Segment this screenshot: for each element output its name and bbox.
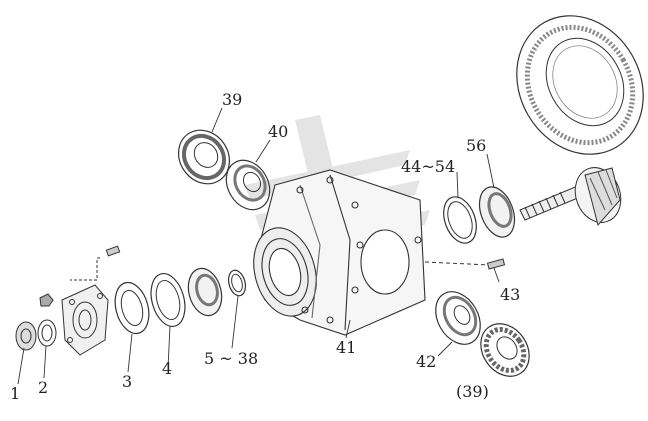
- ring-4-part: [150, 272, 186, 328]
- seal-3-part: [114, 281, 150, 335]
- callout-40: 40: [268, 122, 289, 141]
- pin-43-part: [424, 258, 506, 270]
- callout-1: 1: [10, 384, 21, 403]
- bearing-40-part: [225, 159, 271, 211]
- bearing-left-part: [187, 267, 223, 317]
- nut-1-part: [15, 321, 37, 351]
- callout-44-54: 44~54: [401, 157, 456, 176]
- callout-2: 2: [38, 378, 49, 397]
- callout-42: 42: [416, 352, 437, 371]
- bearing-39-lower-part: [480, 323, 530, 377]
- bearing-39-part: [178, 129, 230, 185]
- drive-pinion-part: [519, 167, 622, 227]
- callout-5-38: 5 ~ 38: [204, 349, 259, 368]
- callout-39-lower: (39): [456, 382, 489, 401]
- callout-41: 41: [336, 338, 357, 357]
- shim-44-54-part: [443, 196, 477, 244]
- bearing-56-part: [478, 186, 516, 238]
- bearing-42-part: [435, 291, 481, 345]
- housing-41-part: [253, 169, 426, 336]
- ring-5-38-part: [227, 269, 247, 297]
- flange-part: [61, 284, 109, 356]
- bolt-part: [39, 245, 121, 307]
- ring-gear-part: [516, 15, 644, 155]
- leader-lines: [17, 107, 500, 385]
- callout-39: 39: [222, 90, 243, 109]
- washer-2-part: [37, 319, 57, 347]
- callout-3: 3: [122, 372, 133, 391]
- callout-43: 43: [500, 285, 521, 304]
- callout-4: 4: [162, 359, 173, 378]
- callout-56: 56: [466, 136, 487, 155]
